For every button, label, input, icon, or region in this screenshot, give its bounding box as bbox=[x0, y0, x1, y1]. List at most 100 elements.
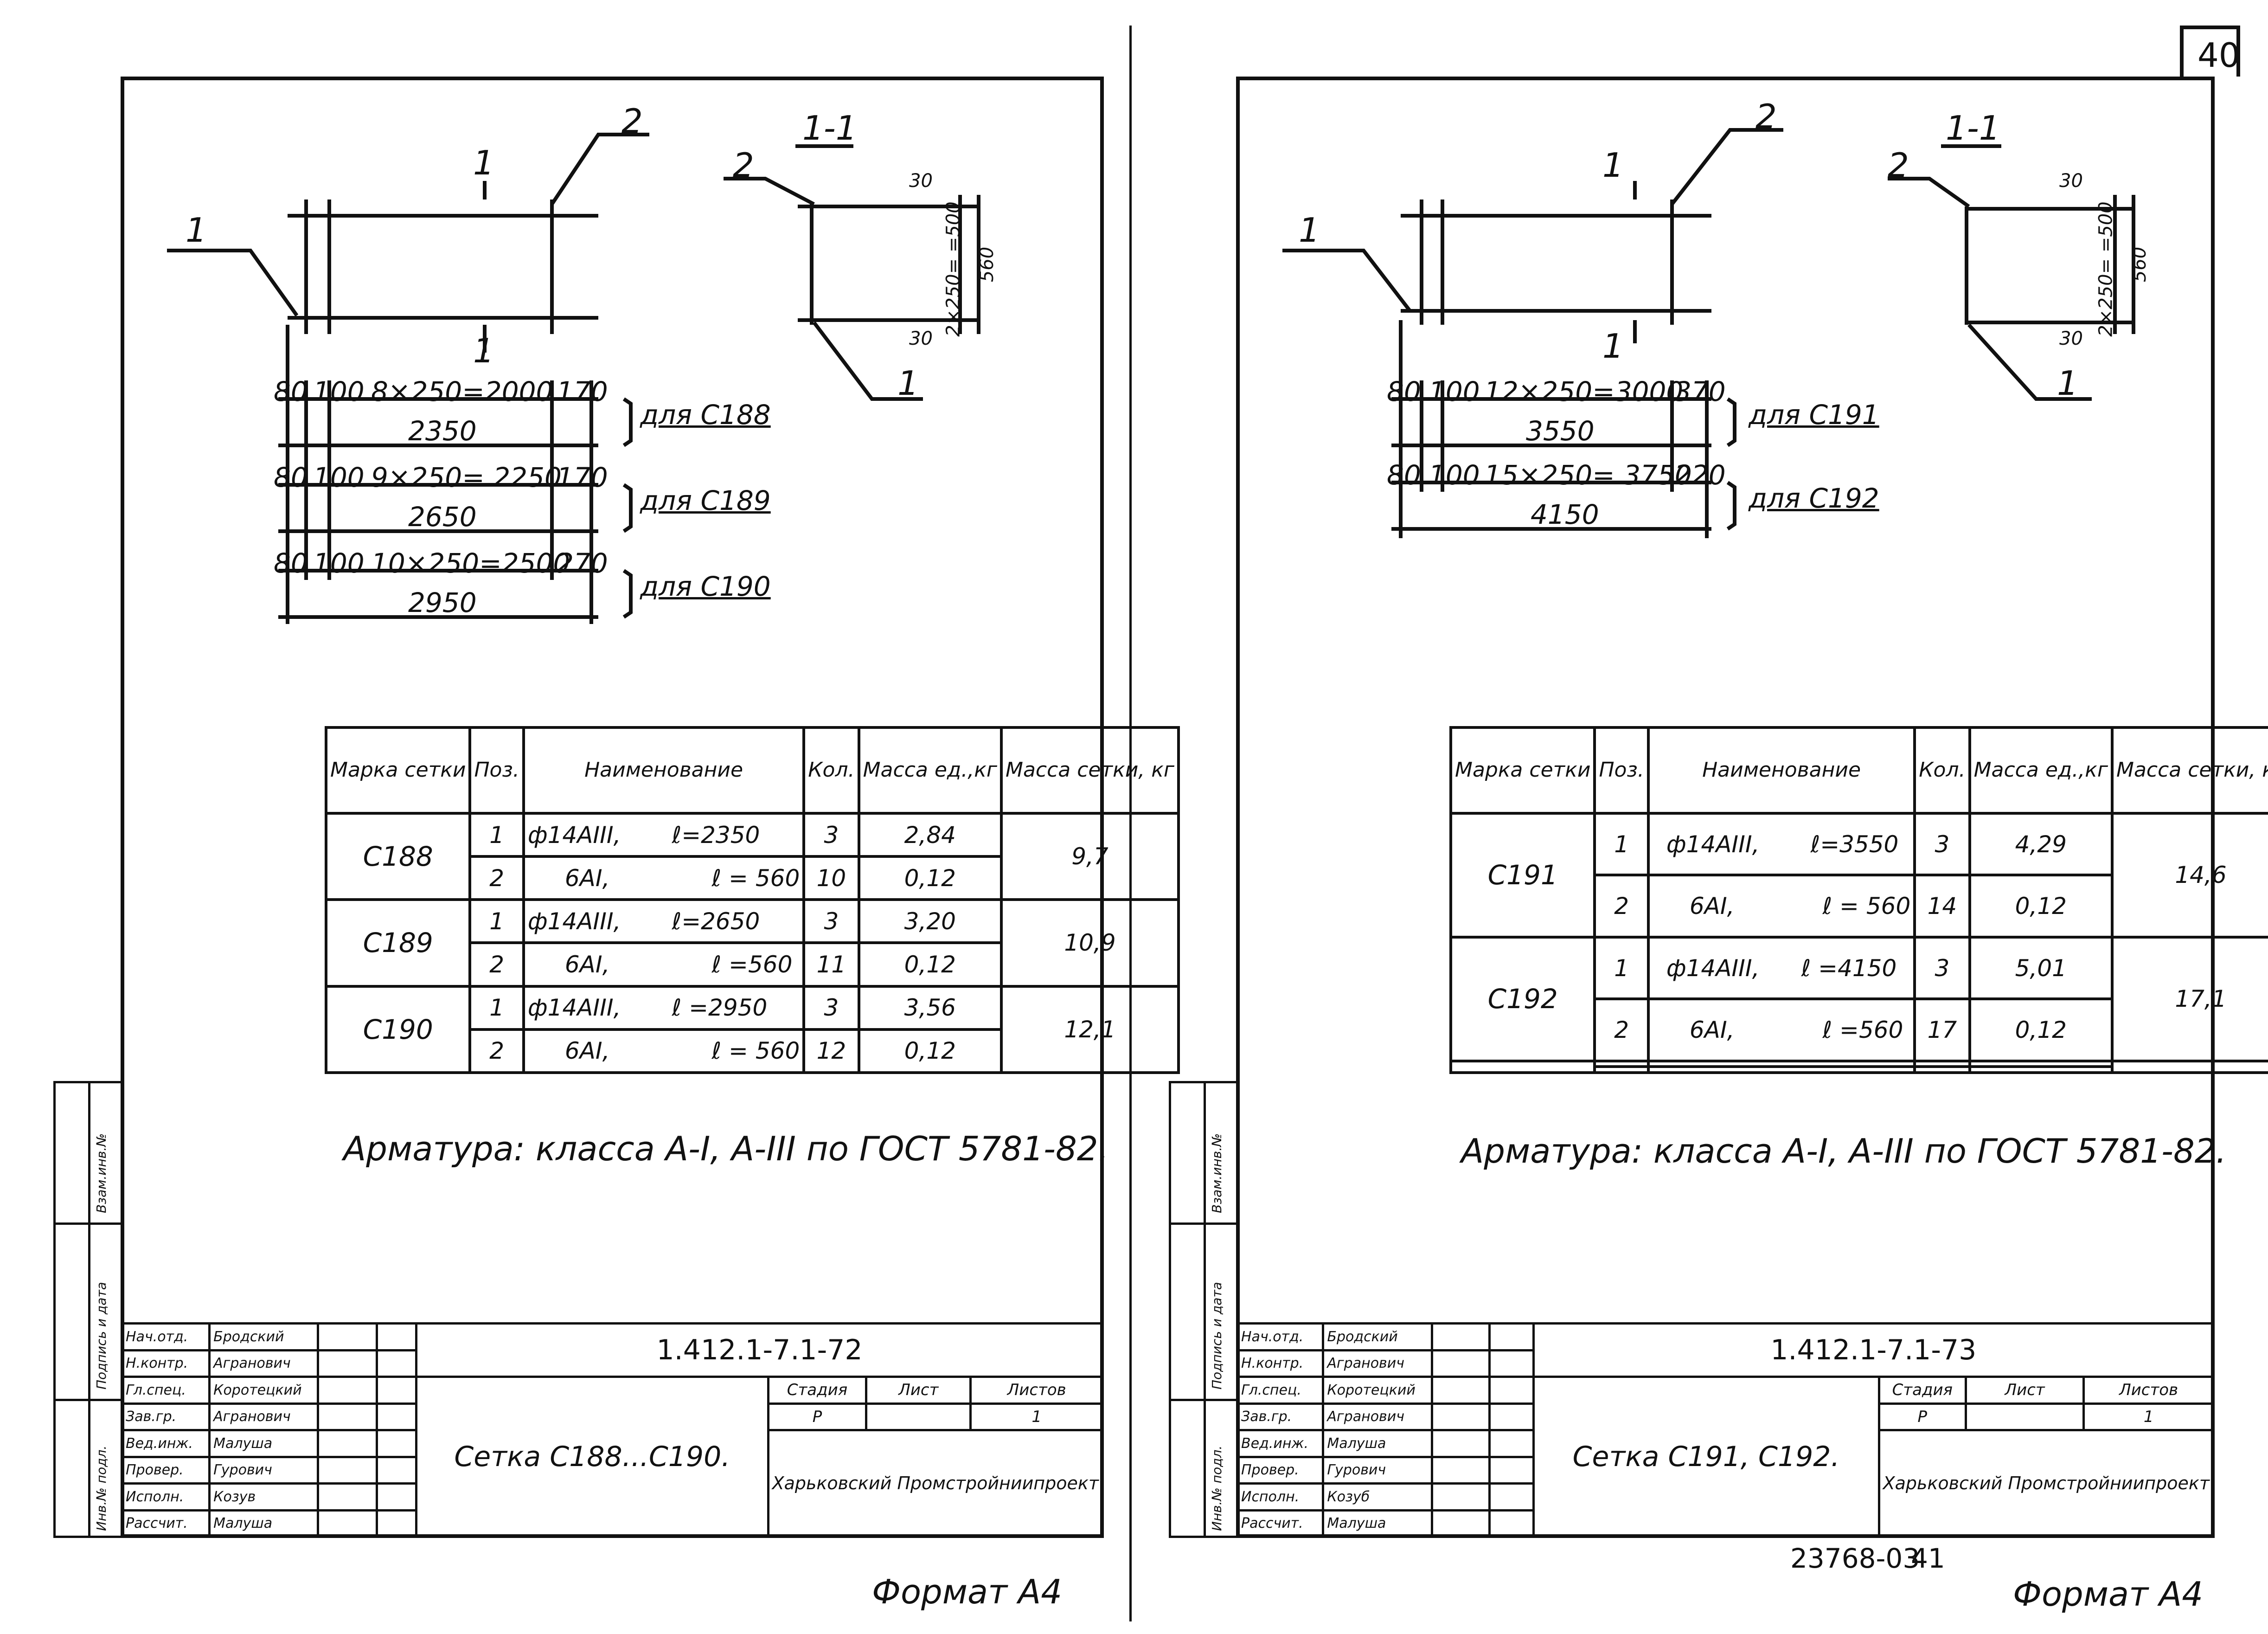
table-header: Поз. bbox=[1593, 726, 1650, 815]
bar-length: ℓ =560 bbox=[711, 951, 793, 978]
dim-value: 80 bbox=[1387, 459, 1421, 491]
bar-length: ℓ = 560 bbox=[711, 1037, 800, 1065]
note-text: Арматура: класса А-I, А-III по ГОСТ 5781… bbox=[1461, 1132, 2227, 1171]
section-label: 1-1 bbox=[1946, 109, 2000, 148]
dim-value: 170 bbox=[557, 376, 608, 407]
dim-value: 15×250= 3750 bbox=[1484, 459, 1692, 491]
section-leader-label: 2 bbox=[733, 146, 754, 185]
left-title-block: Нач.отд. Бродский 1.412.1-7.1-72 Н.контр… bbox=[120, 1322, 1104, 1538]
bar-name: 6АI, bbox=[1689, 1016, 1735, 1044]
role-label: Зав.гр. bbox=[1236, 1402, 1325, 1431]
role-label: Н.контр. bbox=[1236, 1349, 1325, 1378]
right-mesh-drawing bbox=[1282, 128, 2135, 538]
pos: 2 bbox=[468, 855, 525, 901]
bar-length: ℓ = 560 bbox=[1822, 893, 1911, 920]
dim-value: 80 bbox=[274, 462, 308, 493]
qty: 3 bbox=[802, 984, 860, 1031]
table-row: С190 1 ф14АIII,ℓ =2950 3 3,56 12,1 bbox=[324, 984, 1180, 1074]
document-code: 1.412.1-7.1-73 bbox=[1532, 1322, 2215, 1378]
dim-value: 220 bbox=[1674, 459, 1726, 491]
table-header: Масса ед.,кг bbox=[857, 726, 1003, 815]
mesh-mark: С189 bbox=[324, 898, 472, 988]
dim-label: для С191 bbox=[1749, 399, 1879, 431]
sidebar-label: Подпись и дата bbox=[1209, 1282, 1224, 1390]
right-sidebar: Взам.инв.№ Подпись и дата Инв.№ подл. bbox=[1169, 1081, 1238, 1538]
unit-mass: 0,12 bbox=[857, 941, 1003, 988]
qty: 11 bbox=[802, 941, 860, 988]
person-name: Коротецкий bbox=[1322, 1376, 1434, 1405]
mesh-mass: 17,1 bbox=[2110, 935, 2268, 1062]
bar-length: ℓ=3550 bbox=[1810, 830, 1899, 858]
role-label: Вед.инж. bbox=[120, 1429, 211, 1458]
signature-cell bbox=[317, 1482, 378, 1512]
dim-value: 12×250=3000 bbox=[1484, 376, 1684, 407]
mesh-mass: 9,7 bbox=[999, 811, 1180, 901]
stage-header: Стадия bbox=[767, 1376, 868, 1405]
qty: 17 bbox=[1913, 997, 1971, 1062]
table-header: Поз. bbox=[468, 726, 525, 815]
leader-label: 2 bbox=[621, 102, 643, 141]
sidebar-label: Инв.№ подл. bbox=[1209, 1445, 1224, 1531]
page-number: 40 bbox=[2198, 36, 2240, 75]
signature-cell bbox=[1431, 1322, 1491, 1351]
person-name: Малушa bbox=[208, 1429, 320, 1458]
sheet-header: Лист bbox=[865, 1376, 972, 1405]
dim-label: для С189 bbox=[640, 485, 771, 516]
signature-cell bbox=[317, 1376, 378, 1405]
signature-cell bbox=[317, 1402, 378, 1431]
left-sidebar: Взам.инв.№ Подпись и дата Инв.№ подл. bbox=[53, 1081, 123, 1538]
unit-mass: 5,01 bbox=[1968, 935, 2114, 1001]
sheet-header: Лист bbox=[1965, 1376, 2085, 1405]
dim-value: 100 bbox=[313, 376, 365, 407]
dim-total: 2350 bbox=[408, 415, 477, 447]
pos: 1 bbox=[468, 811, 525, 858]
dim-label: для С190 bbox=[640, 571, 771, 602]
signature-cell bbox=[1431, 1402, 1491, 1431]
signature-cell bbox=[317, 1429, 378, 1458]
table-row: 2 6АI,ℓ =560 17 0,12 bbox=[1451, 997, 2268, 1062]
dim-value: 80 bbox=[274, 376, 308, 407]
dim-value: 10×250=2500 bbox=[371, 547, 570, 579]
dim-total: 2950 bbox=[408, 587, 477, 618]
table-header: Кол. bbox=[802, 726, 860, 815]
bar-length: ℓ = 560 bbox=[711, 864, 800, 892]
bar-name: ф14АIII, bbox=[527, 821, 621, 849]
center-divider bbox=[1129, 26, 1132, 1621]
leader-label: 2 bbox=[1755, 97, 1777, 136]
dim-value: 270 bbox=[557, 547, 608, 579]
dim-value: 170 bbox=[557, 462, 608, 493]
role-label: Провер. bbox=[120, 1455, 211, 1485]
document-code: 1.412.1-7.1-72 bbox=[415, 1322, 1104, 1378]
document-title: Сетка С188...С190. bbox=[415, 1376, 769, 1538]
role-label: Исполн. bbox=[1236, 1482, 1325, 1512]
dim-label: для С192 bbox=[1749, 482, 1879, 514]
bar-name: ф14АIII, bbox=[527, 994, 621, 1022]
section-leader-label: 1 bbox=[897, 364, 919, 403]
pos: 2 bbox=[468, 941, 525, 988]
page-number-box: 40 bbox=[2180, 26, 2240, 77]
role-label: Гл.спец. bbox=[120, 1376, 211, 1405]
qty: 14 bbox=[1913, 874, 1971, 939]
stage-value: Р bbox=[767, 1402, 868, 1431]
table-header: Марка сетки bbox=[324, 726, 472, 815]
bar-name: 6АI, bbox=[1689, 893, 1735, 920]
sidebar-label: Инв.№ подл. bbox=[94, 1445, 109, 1531]
mesh-mass: 10,9 bbox=[999, 898, 1180, 988]
table-row: С188 1 ф14АIII,ℓ=2350 3 2,84 9,7 bbox=[324, 811, 1180, 901]
dim-value: 370 bbox=[1674, 376, 1726, 407]
qty: 10 bbox=[802, 855, 860, 901]
person-name: Агранович bbox=[208, 1402, 320, 1431]
table-header: Марка сетки bbox=[1449, 726, 1596, 815]
section-leader-label: 1 bbox=[2057, 364, 2078, 403]
format-label: Формат А4 bbox=[2013, 1575, 2204, 1614]
bar-length: ℓ =2950 bbox=[672, 994, 768, 1022]
pos: 2 bbox=[468, 1028, 525, 1074]
bar-length: ℓ=2350 bbox=[672, 821, 760, 849]
unit-mass: 0,12 bbox=[857, 855, 1003, 901]
organization: Харьковский Промстройниипроект bbox=[1877, 1429, 2215, 1538]
dim-total: 3550 bbox=[1526, 415, 1595, 447]
section-dim: 30 bbox=[909, 328, 933, 349]
table-header: Масса сетки, кг bbox=[999, 726, 1180, 815]
left-mesh-drawing bbox=[167, 133, 980, 624]
stage-value: Р bbox=[1877, 1402, 1967, 1431]
